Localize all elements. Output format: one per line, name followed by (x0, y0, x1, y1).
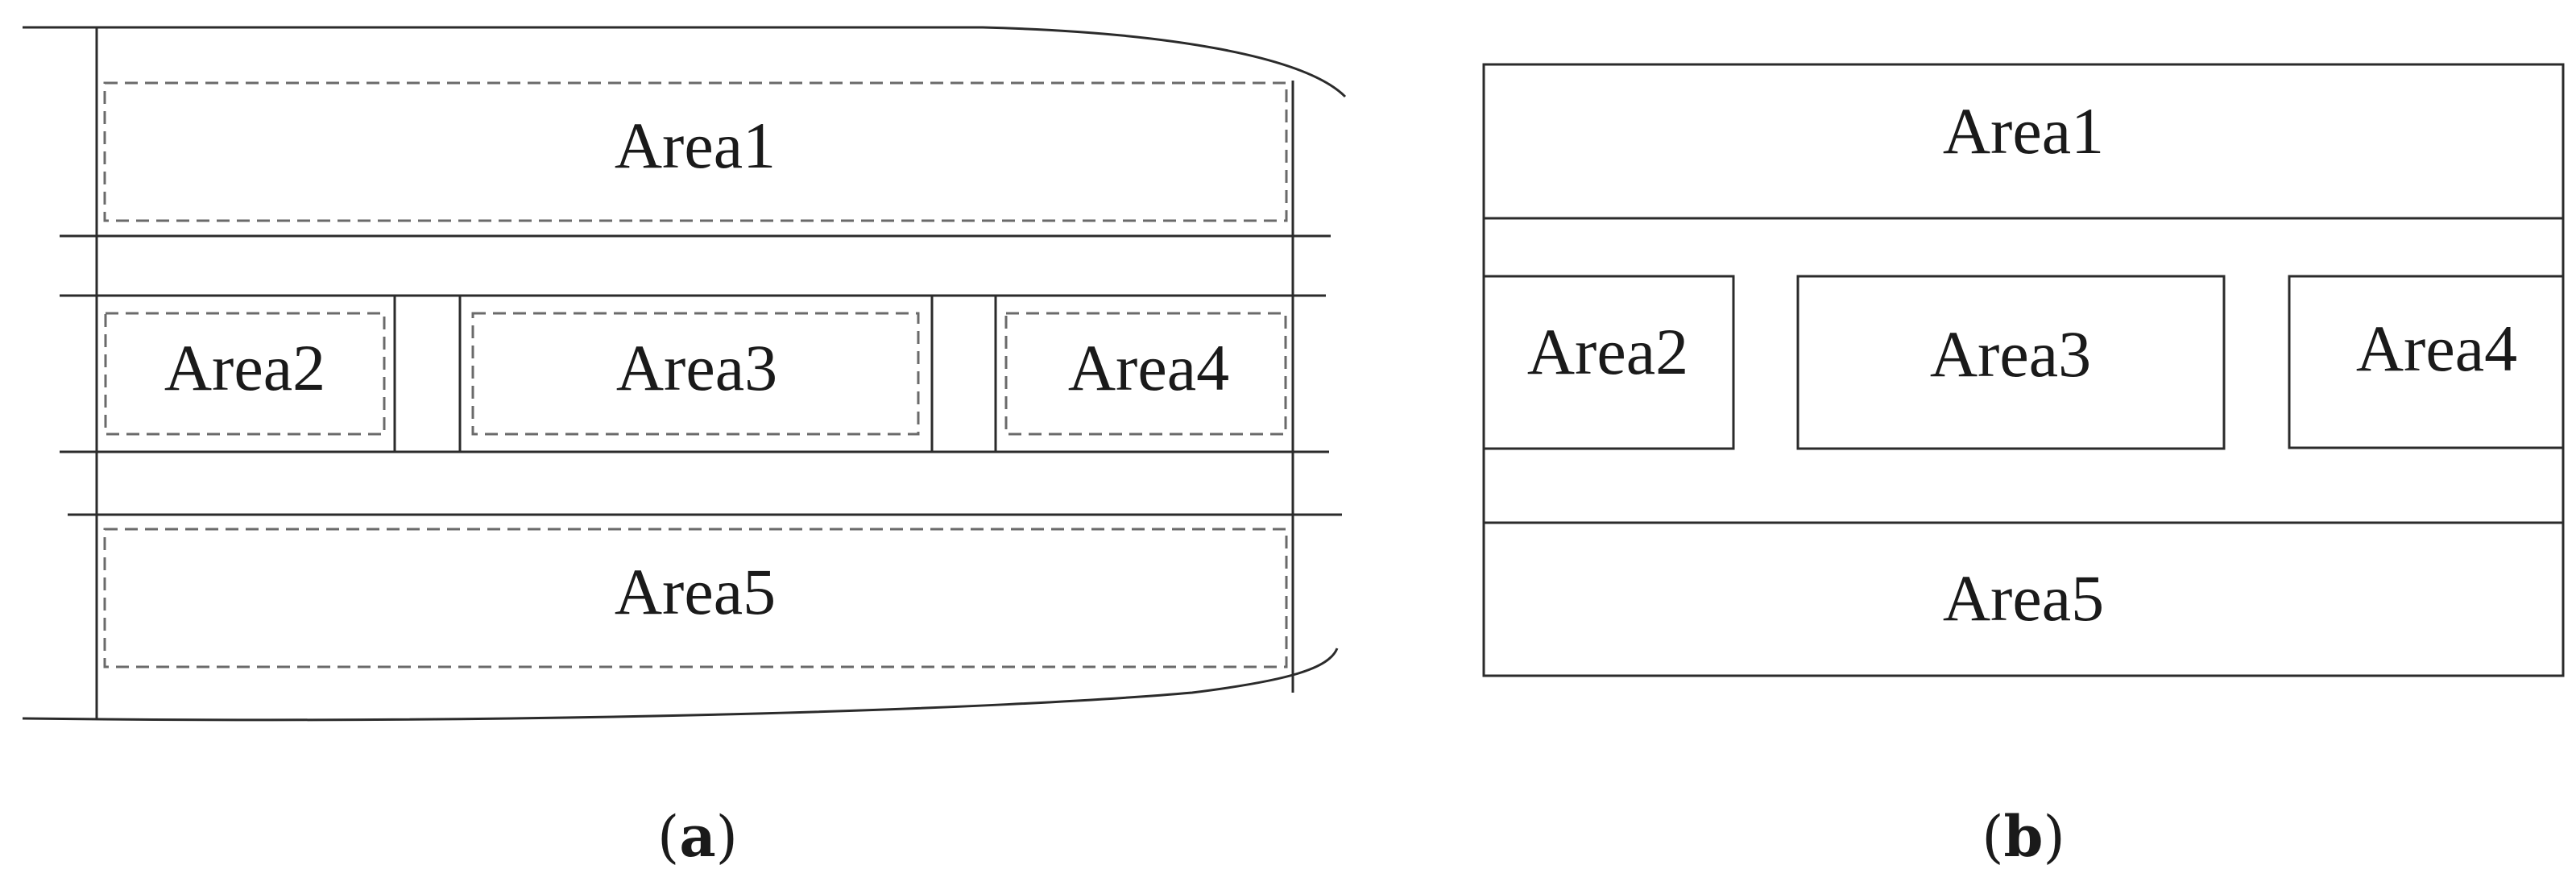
panel-b-area3-label: Area3 (1930, 317, 2091, 391)
panel-a-area4-label: Area4 (1068, 331, 1229, 404)
panel-a-area1-label: Area1 (615, 109, 776, 182)
panel-a-caption-letter: a (679, 803, 715, 870)
panel-a-area3-box (458, 294, 934, 453)
hull-top-curve (23, 26, 1347, 98)
panel-b-area3-box (1796, 275, 2226, 450)
panel-b-area5-label: Area5 (1943, 561, 2104, 635)
panel-b-caption-open: ( (1982, 804, 2003, 870)
panel-a-area3-dashed-box (471, 312, 920, 436)
panel-a-area4-box (994, 294, 1294, 453)
panel-b: Area1 Area2 Area3 Area4 Area5 (b) (1482, 63, 2565, 870)
panel-a-area2-box (95, 294, 396, 453)
panel-a-caption: (a) (657, 803, 738, 870)
panel-a-area3-label: Area3 (616, 331, 777, 404)
panel-a-caption-open: ( (657, 804, 679, 870)
hull-bottom-curve (22, 648, 1339, 722)
panel-b-area4-label: Area4 (2356, 312, 2517, 385)
panel-b-area1-label: Area1 (1943, 94, 2104, 168)
panel-b-caption: (b) (1982, 803, 2065, 870)
panel-a-area5-label: Area5 (615, 555, 776, 628)
panel-b-area2-box (1482, 275, 1735, 450)
panel-a-area1-dashed-box (103, 81, 1288, 222)
panel-a-area5-dashed-box (103, 528, 1288, 668)
panel-a-area2-label: Area2 (164, 331, 325, 404)
panel-a-caption-close: ) (716, 804, 738, 870)
panel-b-caption-close: ) (2043, 804, 2065, 870)
panel-b-caption-letter: b (2004, 803, 2044, 870)
panel-b-area4-box (2288, 275, 2565, 449)
panel-a: Area1 Area2 Area3 Area4 Area5 (a) (22, 26, 1347, 870)
panel-b-area2-label: Area2 (1527, 315, 1688, 388)
